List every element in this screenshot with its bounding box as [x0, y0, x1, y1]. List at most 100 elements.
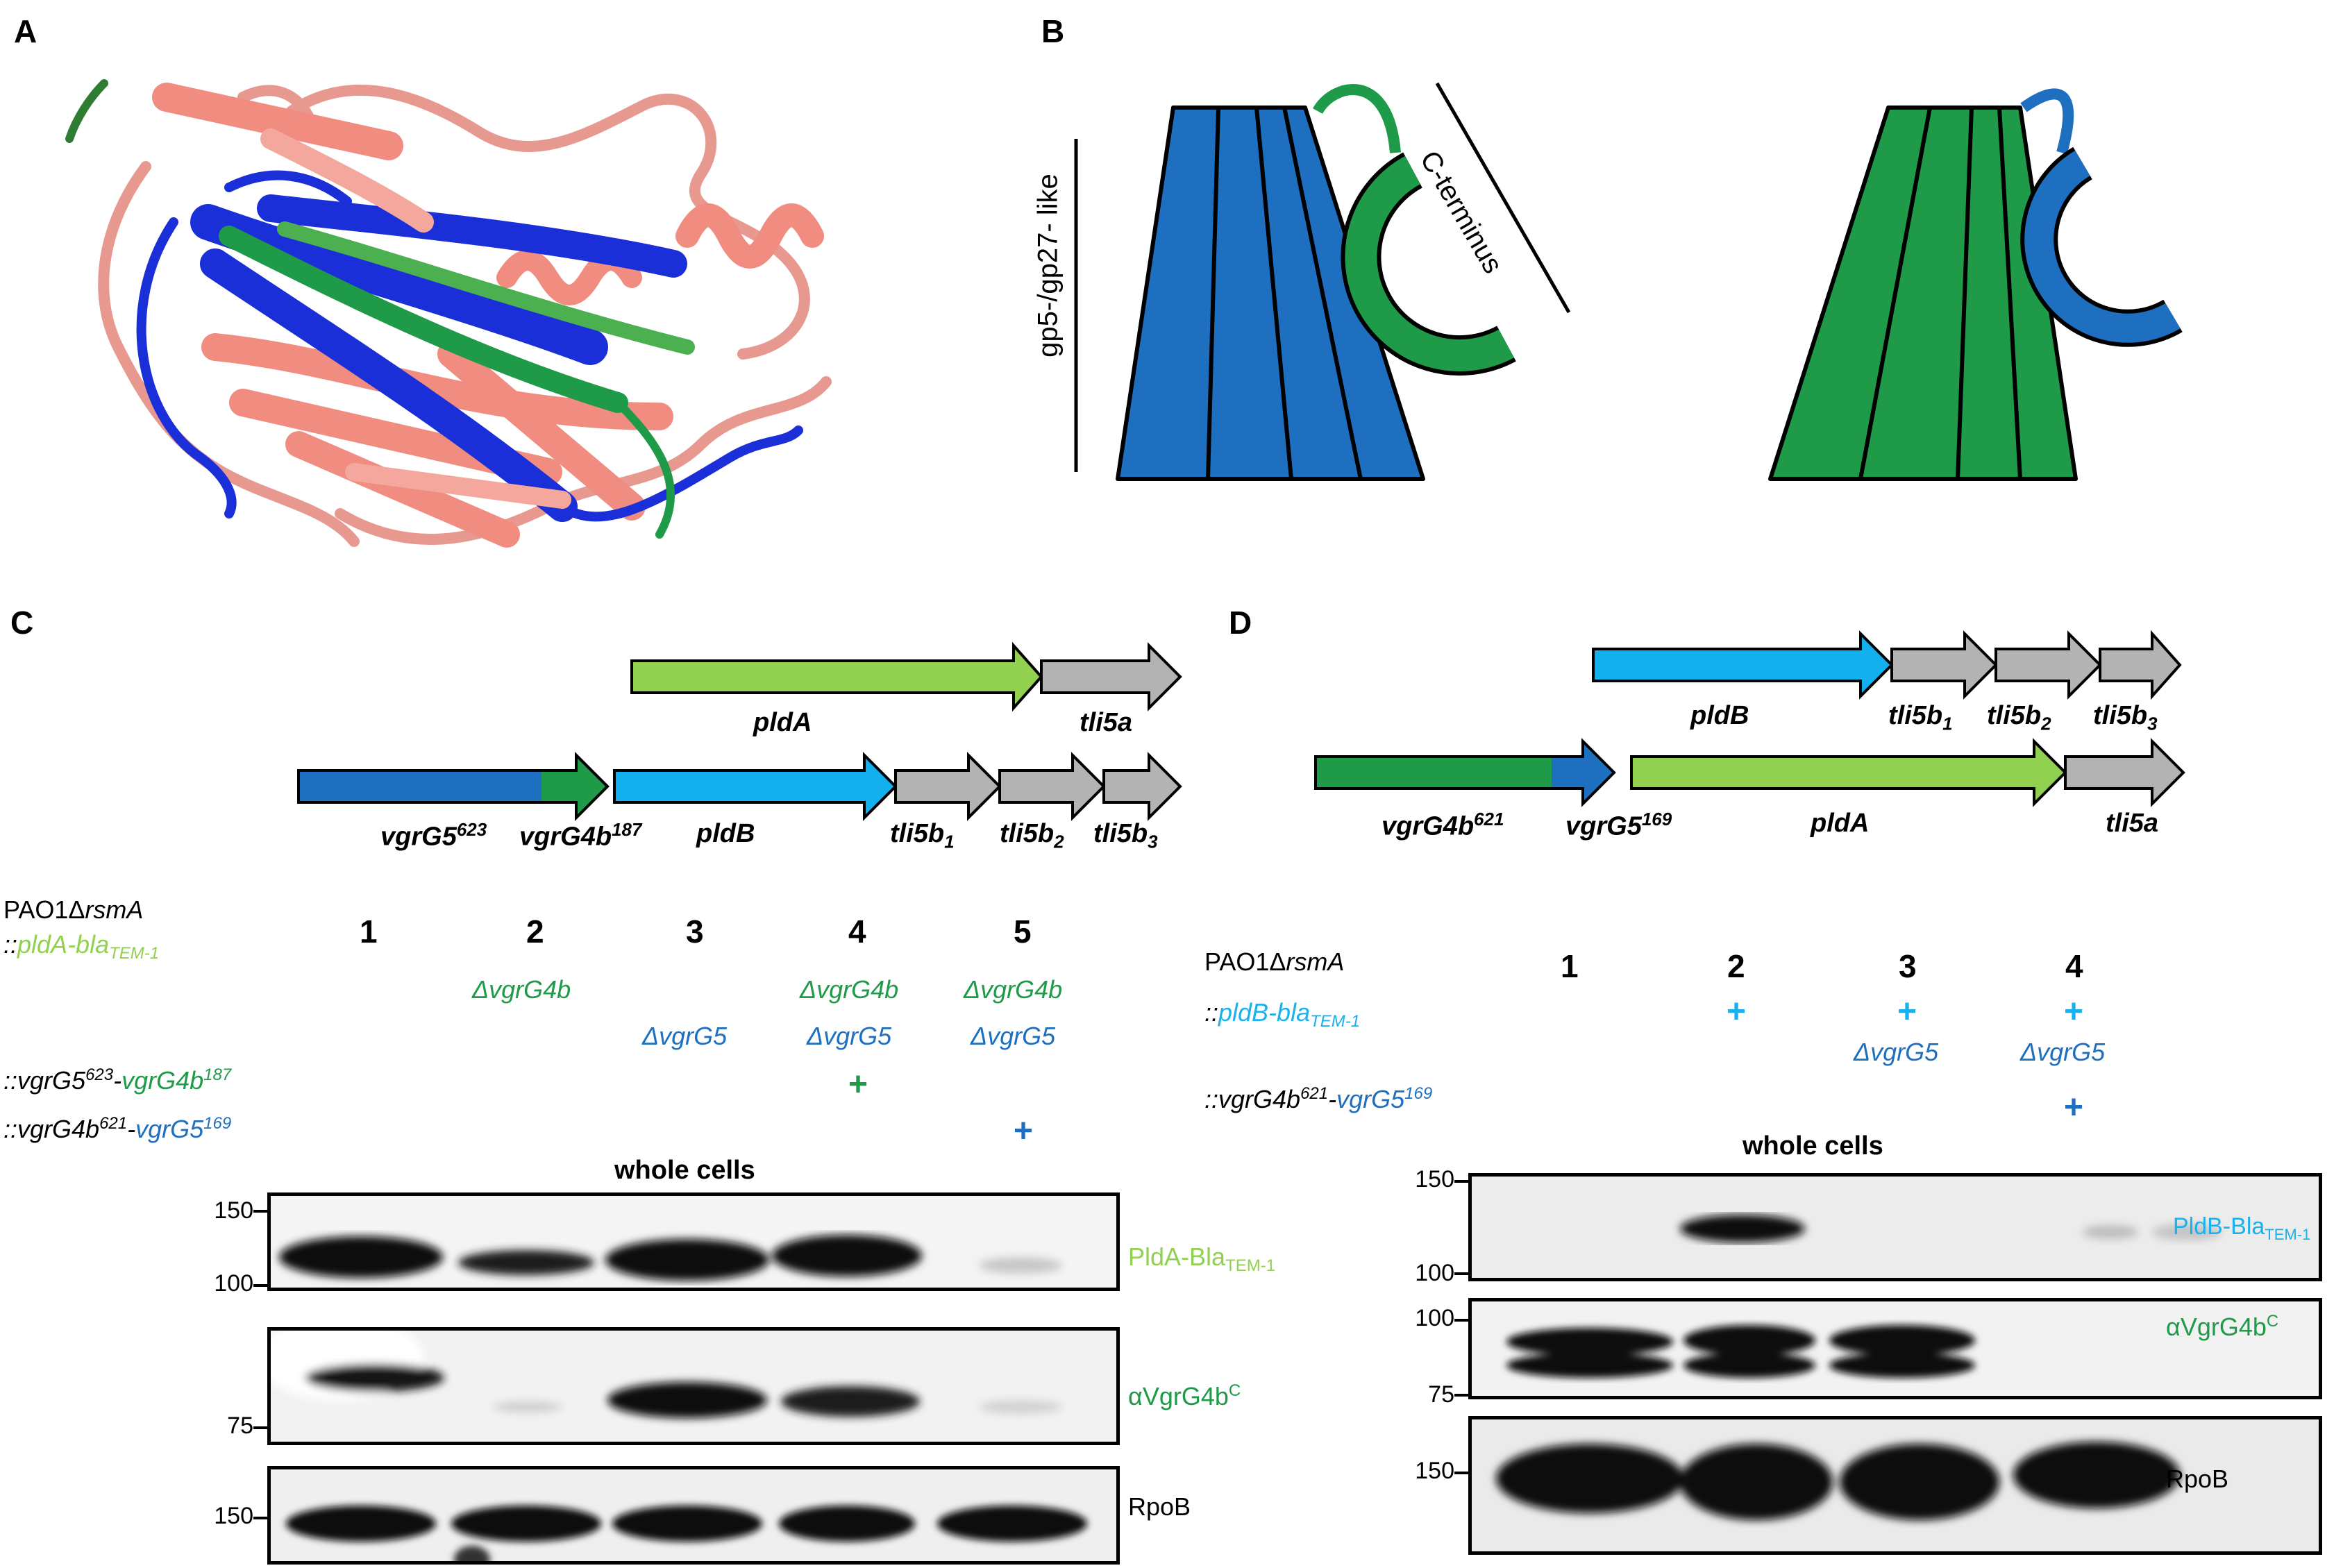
blot-label-pldA-bla: PldA-BlaTEM-1 [1128, 1242, 1276, 1276]
salmon-strand [345, 463, 571, 509]
strain-label-c: PAO1ΔrsmA [3, 895, 144, 924]
plus-sign: + [1727, 993, 1747, 1030]
blot-label-pldB-bla: PldB-BlaTEM-1 [2173, 1213, 2311, 1243]
mw-marker: 150 [214, 1197, 253, 1224]
pldB-arrow [613, 752, 898, 821]
gene-label-vgrG4b: vgrG4b621 [1382, 809, 1504, 841]
mw-ticks-c [253, 1210, 269, 1519]
pldB-arrow [1592, 630, 1894, 700]
condition-dvgrG5: ΔvgrG5 [1854, 1038, 1939, 1066]
salmon-strand [437, 340, 646, 521]
gene-label-vgrG4b: vgrG4b187 [519, 819, 642, 852]
tli5b2-arrow [998, 752, 1106, 821]
fusion-label-c: ::pldA-blaTEM-1 [3, 930, 160, 963]
pldA-arrow [1630, 738, 2067, 807]
gene-label-tli5b3: tli5b3 [2093, 701, 2158, 734]
gene-label-tli5b1: tli5b1 [1888, 701, 1953, 734]
panel-label-c: C [10, 605, 34, 641]
lane-number: 5 [1014, 913, 1032, 950]
gene-label-pldB: pldB [696, 819, 755, 848]
blue-loop [136, 217, 237, 519]
lane-number: 3 [1899, 948, 1917, 984]
plus-sign: + [2064, 1089, 2084, 1126]
lane-number: 4 [848, 913, 866, 950]
tli5b2-arrow [1995, 630, 2102, 700]
plus-sign: + [848, 1066, 868, 1103]
vgrG4b-segment [1316, 757, 1583, 789]
salmon-strand [285, 431, 520, 548]
mw-ticks-d [1454, 1180, 1470, 1474]
blot-vgrG4b [267, 1327, 1120, 1445]
plus-sign: + [1897, 993, 1917, 1030]
condition-dvgrG4b: ΔvgrG4b [964, 975, 1063, 1004]
mw-marker: 100 [1415, 1305, 1454, 1331]
condition-dvgrG4b: ΔvgrG4b [472, 975, 571, 1004]
blot-rpoB-c [267, 1466, 1120, 1565]
gene-label-tli5b3: tli5b3 [1093, 819, 1158, 852]
mw-marker: 75 [227, 1413, 253, 1439]
condition-dvgrG5: ΔvgrG5 [971, 1022, 1056, 1050]
panel-label-d: D [1229, 605, 1252, 641]
whole-cells-label-c: whole cells [614, 1156, 755, 1185]
gene-label-tli5b2: tli5b2 [1000, 819, 1064, 852]
vgrg-schematic-green [1768, 88, 2183, 481]
gene-label-pldA: pldA [753, 708, 812, 737]
complement-label-1: ::vgrG5623-vgrG4b187 [3, 1065, 232, 1095]
gp5-gp27-label: gp5-/gp27- like [1032, 174, 1064, 357]
tli5b3-arrow [1102, 752, 1182, 821]
salmon-strand [260, 128, 434, 233]
blue-strand [257, 194, 687, 278]
lane-number: 2 [526, 913, 544, 950]
mw-marker: 75 [1428, 1381, 1454, 1408]
complement-label-2: ::vgrG4b621-vgrG5169 [3, 1114, 232, 1143]
vgrG4b-segment [541, 755, 607, 818]
tli5b1-arrow [1890, 630, 1998, 700]
blot-rpoB-d [1468, 1416, 2322, 1555]
blot-label-rpoB-d: RpoB [2166, 1465, 2229, 1493]
panel-label-a: A [14, 13, 37, 49]
blot-pldB-bla [1468, 1173, 2322, 1281]
mw-marker: 150 [1415, 1458, 1454, 1484]
plus-sign: + [1014, 1113, 1034, 1149]
panel-c-gene-map [297, 641, 1182, 821]
salmon-loop [286, 85, 810, 360]
tli5b3-arrow [2099, 630, 2182, 700]
gene-label-tli5b2: tli5b2 [1987, 701, 2051, 734]
green-strand [277, 221, 695, 355]
tli5a-arrow [1040, 642, 1182, 711]
pldA-arrow [630, 641, 1043, 712]
gene-label-tli5b1: tli5b1 [890, 819, 955, 852]
gene-label-pldB: pldB [1690, 701, 1749, 730]
gene-label-tli5a: tli5a [2106, 809, 2159, 838]
lane-number: 2 [1727, 948, 1745, 984]
blot-label-vgrG4b: αVgrG4bC [1128, 1381, 1241, 1410]
salmon-strand [152, 83, 403, 160]
mw-marker: 100 [1415, 1260, 1454, 1286]
protein-structure-image [65, 79, 832, 548]
blue-loop [224, 170, 352, 206]
fusion-label-d: ::pldB-blaTEM-1 [1204, 998, 1361, 1031]
gene-label-vgrG5: vgrG5623 [380, 819, 487, 852]
blot-label-vgrG4b-d: αVgrG4bC [2166, 1312, 2279, 1341]
tli5b1-arrow [894, 752, 1002, 821]
salmon-helix [675, 203, 824, 269]
blot-vgrG4b-d [1468, 1298, 2322, 1399]
blot-pldA-bla [267, 1192, 1120, 1291]
lane-number: 4 [2065, 948, 2083, 984]
panel-d-gene-map [1314, 630, 2185, 807]
panel-label-b: B [1041, 13, 1065, 49]
mw-marker: 150 [1415, 1166, 1454, 1192]
mw-marker: 100 [214, 1270, 253, 1297]
gene-label-tli5a: tli5a [1080, 708, 1133, 737]
complement-label-d: ::vgrG4b621-vgrG5169 [1204, 1084, 1433, 1113]
gene-label-vgrG5: vgrG5169 [1565, 809, 1672, 841]
lane-number: 3 [686, 913, 704, 950]
green-loop [614, 398, 675, 539]
green-strand [219, 226, 628, 413]
blue-strand [190, 204, 608, 365]
lane-number: 1 [1561, 948, 1579, 984]
blue-loop [557, 425, 803, 522]
blot-label-rpoB: RpoB [1128, 1492, 1191, 1521]
blue-strand [200, 248, 578, 522]
whole-cells-label-d: whole cells [1742, 1131, 1883, 1161]
